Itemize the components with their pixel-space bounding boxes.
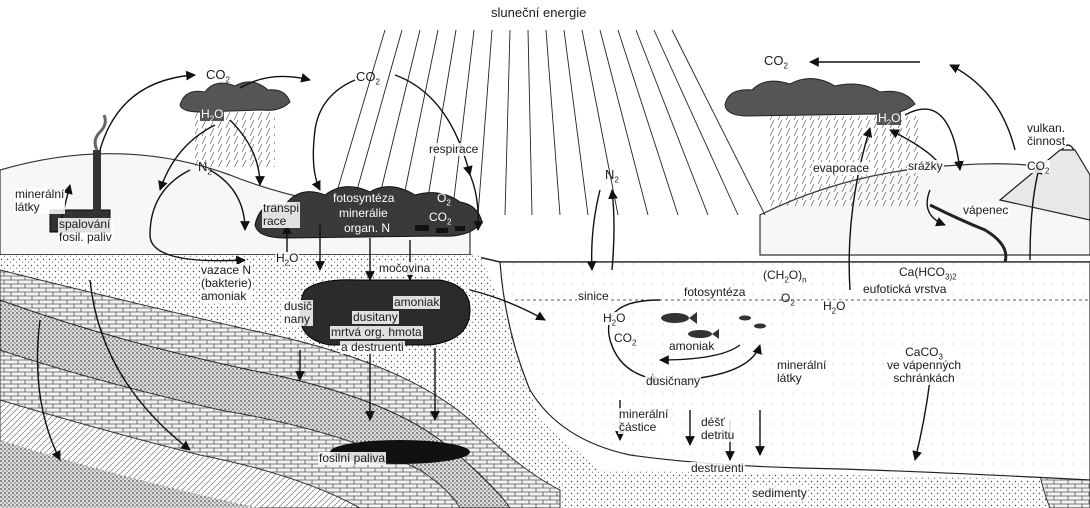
sediments-label: sedimenty xyxy=(751,487,808,500)
o2-label: O2 xyxy=(780,292,796,305)
land-photosynthesis-label: fotosyntéza xyxy=(332,192,395,205)
calcium-bicarbonate-label: Ca(HCO3)2 xyxy=(898,266,958,279)
co2-label: CO2 xyxy=(763,54,789,67)
soil-decomposers-label: a destruenti xyxy=(340,341,405,354)
lake-ammonia-label: amoniak xyxy=(668,340,715,353)
o2-label: O2 xyxy=(436,192,452,205)
cyanobacteria-label: sinice xyxy=(577,290,610,303)
respiration-label: respirace xyxy=(428,143,479,156)
urea-label: močovina xyxy=(378,262,431,275)
nitrites-label: dusitany xyxy=(352,311,399,324)
co2-label: CO2 xyxy=(428,211,452,224)
volcanic-activity-label: vulkan.činnost xyxy=(1026,122,1066,148)
carbohydrate-label: (CH2O)n xyxy=(762,269,808,282)
co2-label: CO2 xyxy=(355,70,381,83)
h2o-label: H2O xyxy=(200,108,224,121)
fossil-fuels-label: fosilní paliva xyxy=(318,452,386,465)
lake-decomposers-label: destruenti xyxy=(690,462,745,475)
limestone-label: vápenec xyxy=(962,204,1009,217)
h2o-label: H2O xyxy=(822,300,846,313)
organic-n-label: organ. N xyxy=(343,222,391,235)
lake-nitrates-label: dusičnany xyxy=(645,375,701,388)
evaporation-label: evaporace xyxy=(812,162,870,175)
h2o-label: H2O xyxy=(877,112,901,125)
co2-label: CO2 xyxy=(205,68,231,81)
nitrogen-fixation-label: vazace N(bakterie)amoniak xyxy=(200,264,253,303)
h2o-label: H2O xyxy=(275,252,299,265)
lake-photosynthesis-label: fotosyntéza xyxy=(683,286,746,299)
co2-label: CO2 xyxy=(613,332,637,345)
minerals-label: minerálie xyxy=(338,207,389,220)
solar-energy-label: sluneční energie xyxy=(490,6,587,19)
precipitation-label: srážky xyxy=(907,160,944,173)
dead-organic-matter-label: mrtvá org. hmota xyxy=(330,326,423,339)
h2o-label: H2O xyxy=(602,312,626,325)
co2-label: CO2 xyxy=(1026,160,1050,173)
n2-label: N2 xyxy=(604,168,620,181)
euphotic-zone-label: eufotická vrstva xyxy=(862,283,947,296)
soil-ammonia-label: amoniak xyxy=(393,296,440,309)
n2-label: N2 xyxy=(197,160,213,173)
